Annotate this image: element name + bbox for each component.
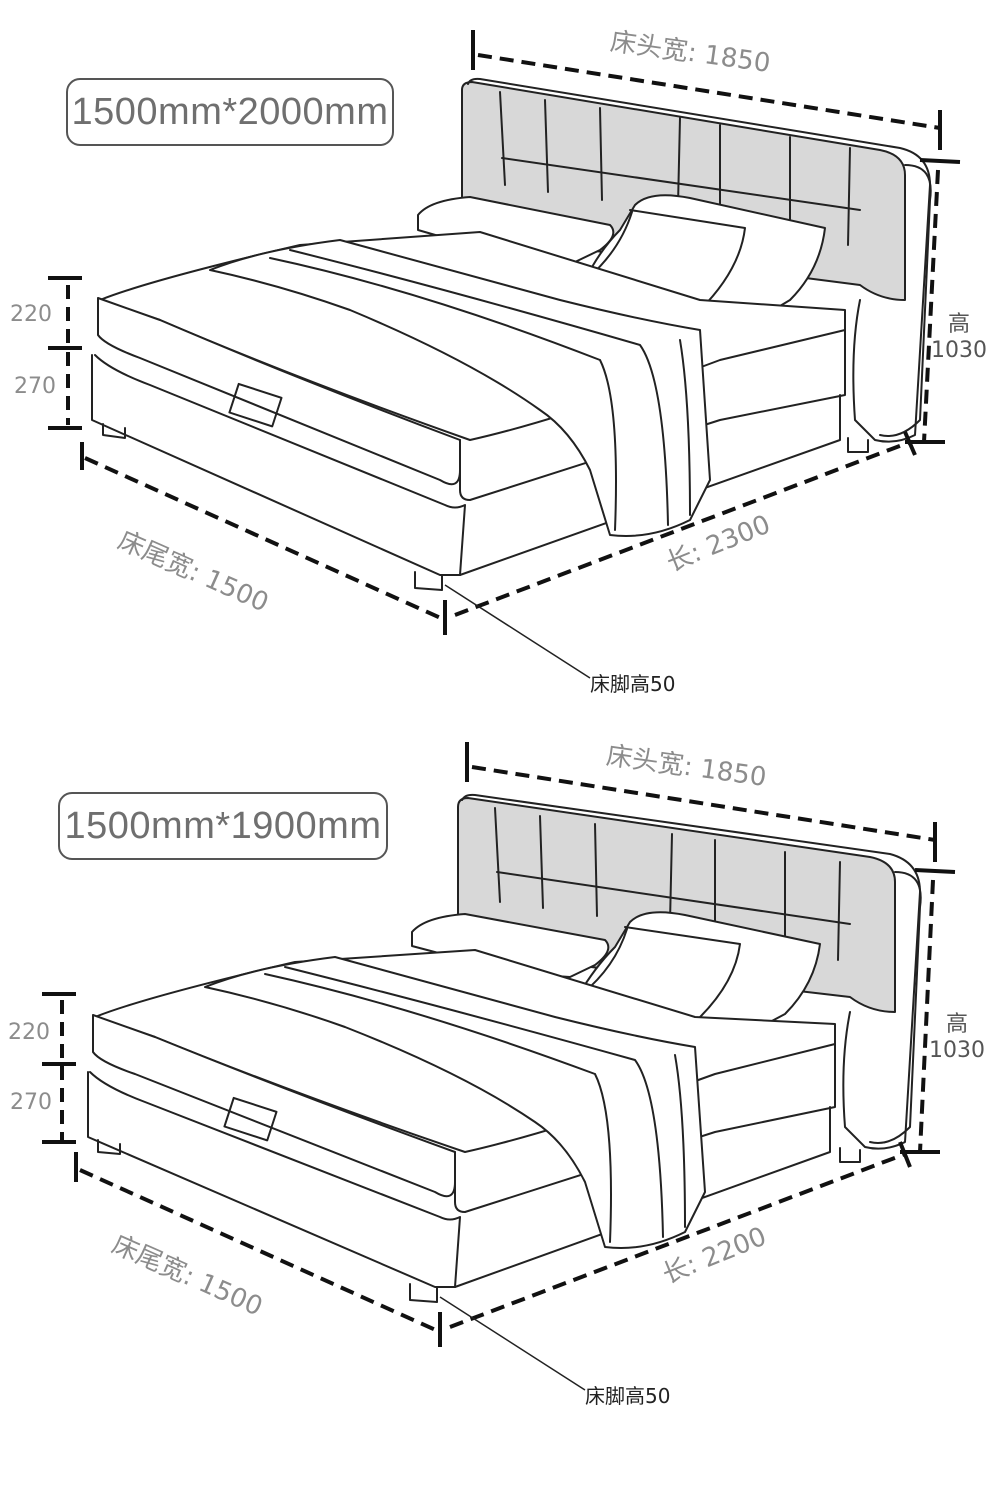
leg-height-label: 床脚高50 bbox=[585, 1384, 671, 1408]
bed-base bbox=[87, 1071, 831, 1288]
leg-left bbox=[102, 423, 126, 439]
dim-headboard bbox=[477, 53, 941, 130]
height-title: 高 bbox=[947, 312, 970, 337]
bed-diagram-2000: 1500mm*2000mm 床头宽: 1850 高 1030 220 270 床… bbox=[0, 0, 990, 740]
height-value: 1030 bbox=[931, 338, 987, 363]
height-label: 高 1030 bbox=[928, 312, 990, 364]
dim-length bbox=[449, 1152, 906, 1329]
base-handle bbox=[228, 382, 283, 428]
headboard-outer bbox=[461, 793, 921, 1150]
headboard-outer bbox=[467, 77, 931, 443]
bed-base bbox=[91, 354, 841, 576]
mattress-thickness-label: 220 bbox=[10, 302, 52, 327]
base-height-label: 270 bbox=[10, 1090, 52, 1115]
dim-length bbox=[454, 440, 911, 617]
leg-right bbox=[847, 437, 869, 453]
height-label: 高 1030 bbox=[926, 1012, 988, 1064]
leg-leader bbox=[444, 584, 591, 679]
bed-drawing bbox=[42, 742, 956, 1391]
bed-drawing bbox=[48, 30, 961, 679]
height-title: 高 bbox=[945, 1012, 968, 1037]
dim-height bbox=[922, 169, 940, 443]
blanket bbox=[209, 239, 711, 537]
mattress-thickness-label: 220 bbox=[8, 1020, 50, 1045]
base-height-label: 270 bbox=[14, 374, 56, 399]
leg-front bbox=[414, 571, 443, 591]
leg-front bbox=[409, 1283, 438, 1303]
height-value: 1030 bbox=[929, 1038, 985, 1063]
size-label-box: 1500mm*2000mm bbox=[66, 78, 394, 146]
size-label-box: 1500mm*1900mm bbox=[58, 792, 388, 860]
base-handle bbox=[223, 1096, 278, 1142]
leg-leader bbox=[439, 1296, 586, 1391]
leg-height-label: 床脚高50 bbox=[590, 672, 676, 696]
blanket bbox=[204, 956, 706, 1249]
leg-right bbox=[839, 1147, 861, 1163]
bed-diagram-1900: 1500mm*1900mm 床头宽: 1850 高 1030 220 270 床… bbox=[0, 712, 990, 1452]
leg-left bbox=[97, 1139, 121, 1155]
dim-headboard bbox=[471, 765, 936, 842]
dim-height bbox=[918, 879, 935, 1153]
